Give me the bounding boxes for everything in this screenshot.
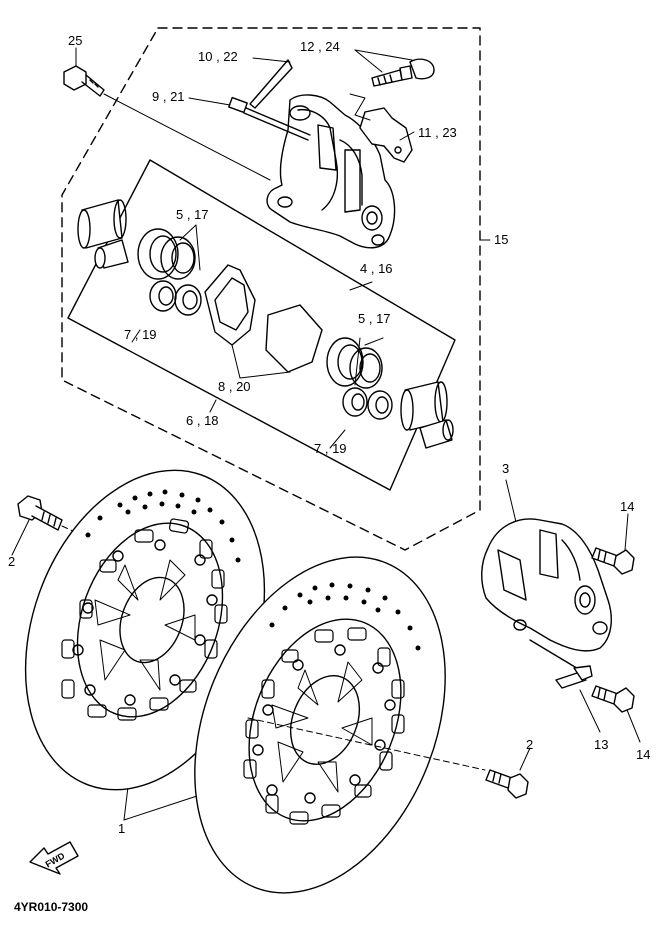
callout-7-19-bottom: 7 , 19: [314, 441, 347, 456]
clip-10-22: [249, 59, 293, 109]
callout-10-22: 10 , 22: [198, 49, 238, 64]
callout-25: 25: [68, 33, 83, 48]
caliper-assembly-boundary: [61, 27, 481, 551]
callout-11-23: 11 , 23: [418, 125, 457, 140]
callout-8-20: 8 , 20: [218, 379, 251, 394]
bolt-14-top: [591, 547, 635, 575]
plate-11-23: [359, 107, 413, 163]
callout-3: 3: [502, 461, 510, 476]
seal-right-5-17: [326, 337, 393, 420]
callout-12-24: 12 , 24: [300, 39, 340, 54]
bolt-25: [63, 65, 271, 181]
callout-7-19-left: 7 , 19: [124, 327, 157, 342]
callout-6-18: 6 , 18: [186, 413, 219, 428]
callout-15: 15: [494, 232, 509, 247]
diagram-code: 4YR010-7300: [14, 900, 89, 914]
bolt-14-bottom: [591, 685, 635, 713]
callout-9-21: 9 , 21: [152, 89, 185, 104]
piston-right-upper: [400, 381, 448, 431]
callout-5-17-top: 5 , 17: [176, 207, 209, 222]
pad-kit-outline: [67, 159, 456, 491]
bleed-screw-12-24: [371, 58, 435, 87]
caliper-body-main: [266, 94, 396, 249]
fwd-arrow-icon: [29, 841, 79, 875]
callout-2-left: 2: [8, 554, 16, 569]
piston-left-lower: [94, 239, 129, 269]
caliper-3: [481, 518, 612, 671]
clip-13: [555, 665, 593, 689]
pin-9-21: [228, 96, 311, 141]
piston-right-lower: [419, 419, 454, 449]
brake-pad-left: [204, 264, 256, 346]
piston-left-upper: [77, 199, 127, 249]
brake-disc-rear: [194, 556, 486, 894]
callout-14-top: 14: [620, 499, 635, 514]
callout-1: 1: [118, 821, 126, 836]
callout-5-17-right: 5 , 17: [358, 311, 391, 326]
bolt-2-right: [485, 769, 529, 799]
callout-4-16: 4 , 16: [360, 261, 393, 276]
callout-14-bottom: 14: [636, 747, 651, 762]
seal-left-5-17: [137, 228, 202, 316]
callout-13: 13: [594, 737, 609, 752]
shim-8-20: [265, 304, 323, 373]
callout-2-right: 2: [526, 737, 534, 752]
